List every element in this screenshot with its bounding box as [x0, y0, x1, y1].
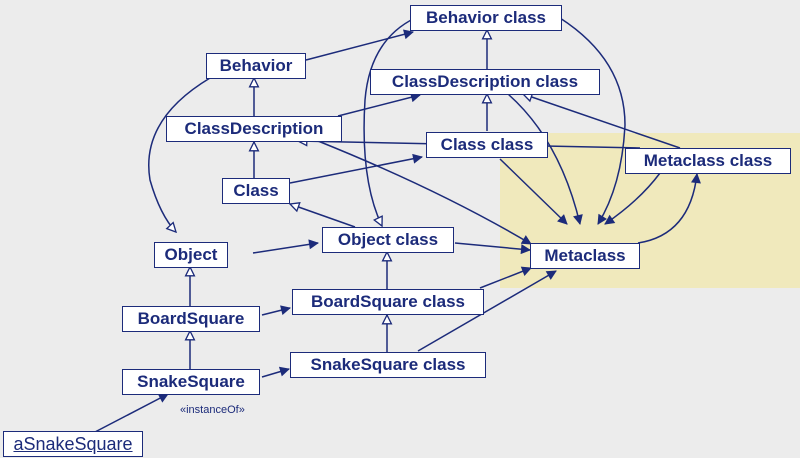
edge-behaviorclass-to-metaclass [559, 17, 626, 225]
edge-boardsquareclass-to-metaclass [479, 266, 532, 289]
edge-behavior-to-class [305, 29, 414, 61]
node-classdescription-class[interactable]: ClassDescription class [370, 69, 600, 95]
edge-metaclass-to-metaclassclass [637, 173, 701, 244]
edge-snakesquare-to-class [261, 366, 290, 378]
node-class-class[interactable]: Class class [426, 132, 548, 158]
node-snakesquare[interactable]: SnakeSquare [122, 369, 260, 395]
node-classdescription[interactable]: ClassDescription [166, 116, 342, 142]
edge-object-inherit [148, 77, 211, 232]
edge-metaclassclass-inherit [523, 94, 681, 149]
edge-snakesquareclass-to-metaclass [417, 270, 557, 352]
node-boardsquare[interactable]: BoardSquare [122, 306, 260, 332]
node-asnakesquare[interactable]: aSnakeSquare [3, 431, 143, 457]
node-object-class[interactable]: Object class [322, 227, 454, 253]
edge-objectclass-to-metaclass [454, 242, 531, 255]
edge-metaclassclass-to-metaclass [604, 172, 661, 225]
edge-objectclass-inherit [290, 204, 356, 228]
label-instance-of: «instanceOf» [180, 404, 245, 416]
node-behavior[interactable]: Behavior [206, 53, 306, 79]
edge-boardsquare-to-class [261, 305, 291, 316]
edge-asnakesquare-to-snakesquare [94, 393, 169, 433]
edge-classdescription-to-metaclass [317, 140, 532, 245]
edge-objectclass-behaviorclass-inherit [363, 17, 416, 226]
node-behavior-class[interactable]: Behavior class [410, 5, 562, 31]
edge-object-to-class [252, 239, 319, 254]
node-class[interactable]: Class [222, 178, 290, 204]
node-metaclass[interactable]: Metaclass [530, 243, 640, 269]
edge-classdescclass-to-metaclass [507, 93, 583, 225]
node-object[interactable]: Object [154, 242, 228, 268]
edge-classdesc-to-class [337, 92, 421, 117]
node-boardsquare-class[interactable]: BoardSquare class [292, 289, 484, 315]
node-metaclass-class[interactable]: Metaclass class [625, 148, 791, 174]
edge-classclass-to-metaclass [499, 158, 568, 225]
edge-class-to-class [289, 153, 423, 184]
node-snakesquare-class[interactable]: SnakeSquare class [290, 352, 486, 378]
